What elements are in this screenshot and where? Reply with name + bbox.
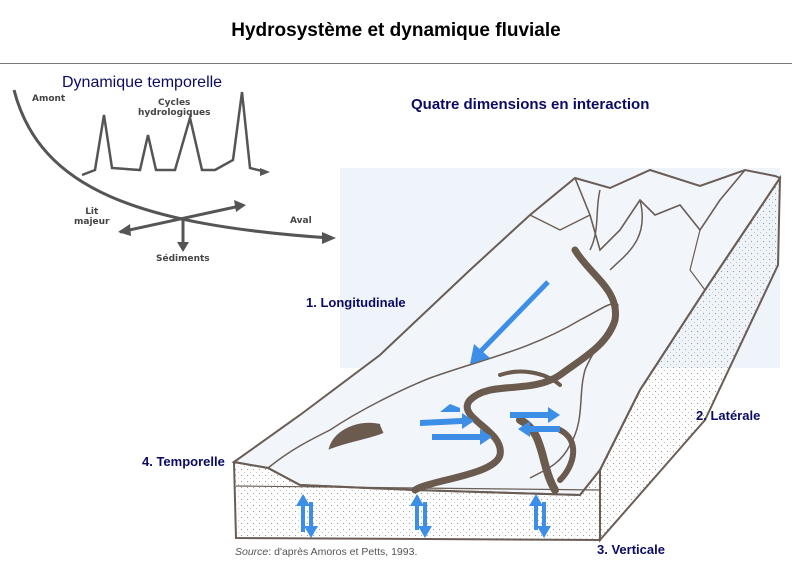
dimension-verticale: 3. Verticale [597, 542, 665, 557]
lit-arrowhead-left [118, 224, 131, 236]
river-branch-b [557, 427, 577, 483]
vertical-arrows [296, 494, 551, 538]
source-prefix: Source [235, 546, 269, 558]
hydrologic-cycles-line [81, 91, 267, 177]
longitudinal-arrow [478, 280, 550, 354]
cycles-label: Cycles hydrologiques [138, 98, 210, 118]
river-channel [411, 246, 619, 494]
oxbow-left [328, 422, 384, 450]
temporal-panel-title: Dynamique temporelle [62, 74, 223, 91]
dimension-laterale: 2. Latérale [696, 408, 761, 423]
lit-label-line2: majeur [74, 217, 110, 227]
lit-majeur-label: Lit majeur [74, 207, 110, 227]
source-caption: Source: d'après Amoros et Petts, 1993. [235, 546, 417, 558]
lit-majeur-arrow [119, 204, 241, 234]
aval-label: Aval [290, 216, 312, 226]
cycles-arrowhead [260, 168, 270, 176]
floodplain-outline [267, 303, 619, 479]
lit-label-line1: Lit [85, 207, 99, 217]
lit-arrowhead-right [234, 200, 246, 212]
dimension-temporelle: 4. Temporelle [142, 454, 225, 469]
source-text: : d'après Amoros et Petts, 1993. [268, 546, 418, 558]
longitudinal-arrowhead [470, 344, 490, 364]
sediments-label: Sédiments [156, 254, 210, 264]
sediments-arrowhead [177, 242, 189, 252]
page-title: Hydrosystème et dynamique fluviale [231, 20, 561, 41]
oxbow-right [498, 369, 562, 387]
lateral-arrows [420, 404, 560, 445]
tributary-1 [589, 189, 601, 251]
tributary-2 [609, 199, 643, 271]
amont-aval-curve [12, 89, 331, 240]
amont-label: Amont [32, 94, 66, 104]
cycles-label-line1: Cycles [158, 98, 191, 108]
aval-arrowhead [322, 232, 336, 244]
cycles-label-line2: hydrologiques [138, 108, 211, 118]
dimension-longitudinale: 1. Longitudinale [306, 295, 406, 310]
title-divider [0, 63, 792, 64]
block-diagram-title: Quatre dimensions en interaction [411, 96, 650, 113]
